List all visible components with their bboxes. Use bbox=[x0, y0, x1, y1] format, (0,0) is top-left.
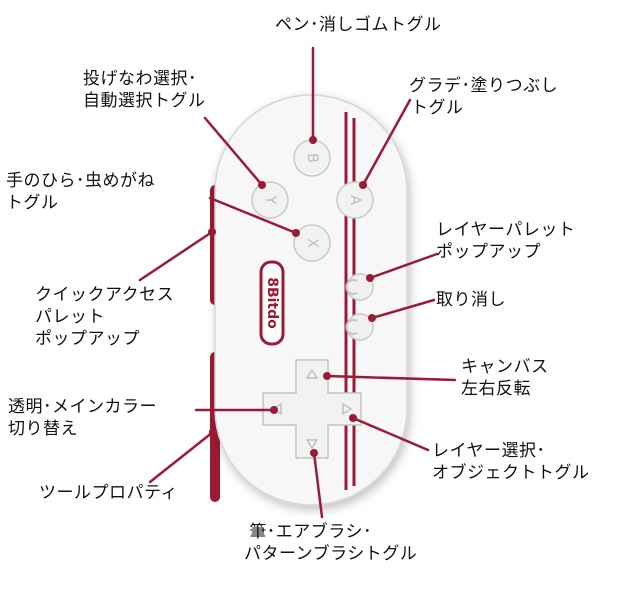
label-brush-pattern-toggle: 筆･エアブラシ･ パターンブラシトグル bbox=[244, 522, 418, 564]
label-pen-eraser-toggle: ペン･消しゴムトグル bbox=[275, 15, 442, 35]
label-hand-zoom: 手のひら･虫めがね トグル bbox=[6, 171, 155, 213]
leader-layer-palette bbox=[368, 252, 439, 280]
button-select[interactable] bbox=[345, 273, 374, 301]
label-canvas-flip: キャンバス 左右反転 bbox=[461, 357, 549, 399]
button-a[interactable]: A bbox=[336, 181, 374, 219]
leader-tips bbox=[208, 136, 376, 457]
leader-tool-property bbox=[148, 430, 215, 484]
label-opacity-main-color: 透明･メインカラー 切り替え bbox=[8, 397, 157, 439]
button-y-letter: Y bbox=[262, 195, 278, 205]
button-y[interactable]: Y bbox=[251, 181, 289, 219]
dpad-right-arrow bbox=[342, 402, 353, 416]
label-lasso-auto-select: 投げなわ選択･ 自動選択トグル bbox=[83, 69, 206, 111]
leader-lasso bbox=[203, 116, 264, 187]
label-quick-access-palette: クイックアクセス パレット ポップアップ bbox=[35, 285, 175, 349]
button-start[interactable] bbox=[345, 313, 374, 341]
button-b[interactable]: B bbox=[293, 139, 331, 177]
dpad[interactable] bbox=[262, 359, 362, 459]
label-undo: 取り消し bbox=[436, 290, 506, 310]
leader-lines bbox=[138, 46, 457, 519]
button-b-letter: B bbox=[304, 153, 320, 163]
dpad-up-arrow bbox=[305, 368, 319, 379]
button-x[interactable]: X bbox=[293, 224, 331, 262]
leader-layer-object bbox=[351, 416, 430, 452]
label-layer-palette-popup: レイヤーパレット ポップアップ bbox=[436, 220, 576, 262]
button-a-letter: A bbox=[347, 195, 363, 205]
dpad-down-arrow bbox=[305, 439, 319, 450]
label-tool-property: ツールプロパティ bbox=[39, 483, 178, 503]
brand-logo: 8Bitdo bbox=[259, 260, 285, 346]
button-x-letter: X bbox=[304, 238, 320, 248]
svg-text:8Bitdo: 8Bitdo bbox=[264, 277, 280, 329]
leader-gradient bbox=[361, 98, 412, 187]
leader-canvas-flip bbox=[325, 374, 457, 382]
leader-undo bbox=[370, 298, 436, 320]
leader-brush-pattern bbox=[312, 451, 324, 519]
leader-hand-zoom bbox=[208, 196, 298, 235]
label-layer-object-toggle: レイヤー選択･ オブジェクトトグル bbox=[432, 441, 590, 483]
leader-quick-access bbox=[138, 230, 214, 282]
label-gradient-fill: グラデ･塗りつぶし トグル bbox=[409, 76, 559, 118]
